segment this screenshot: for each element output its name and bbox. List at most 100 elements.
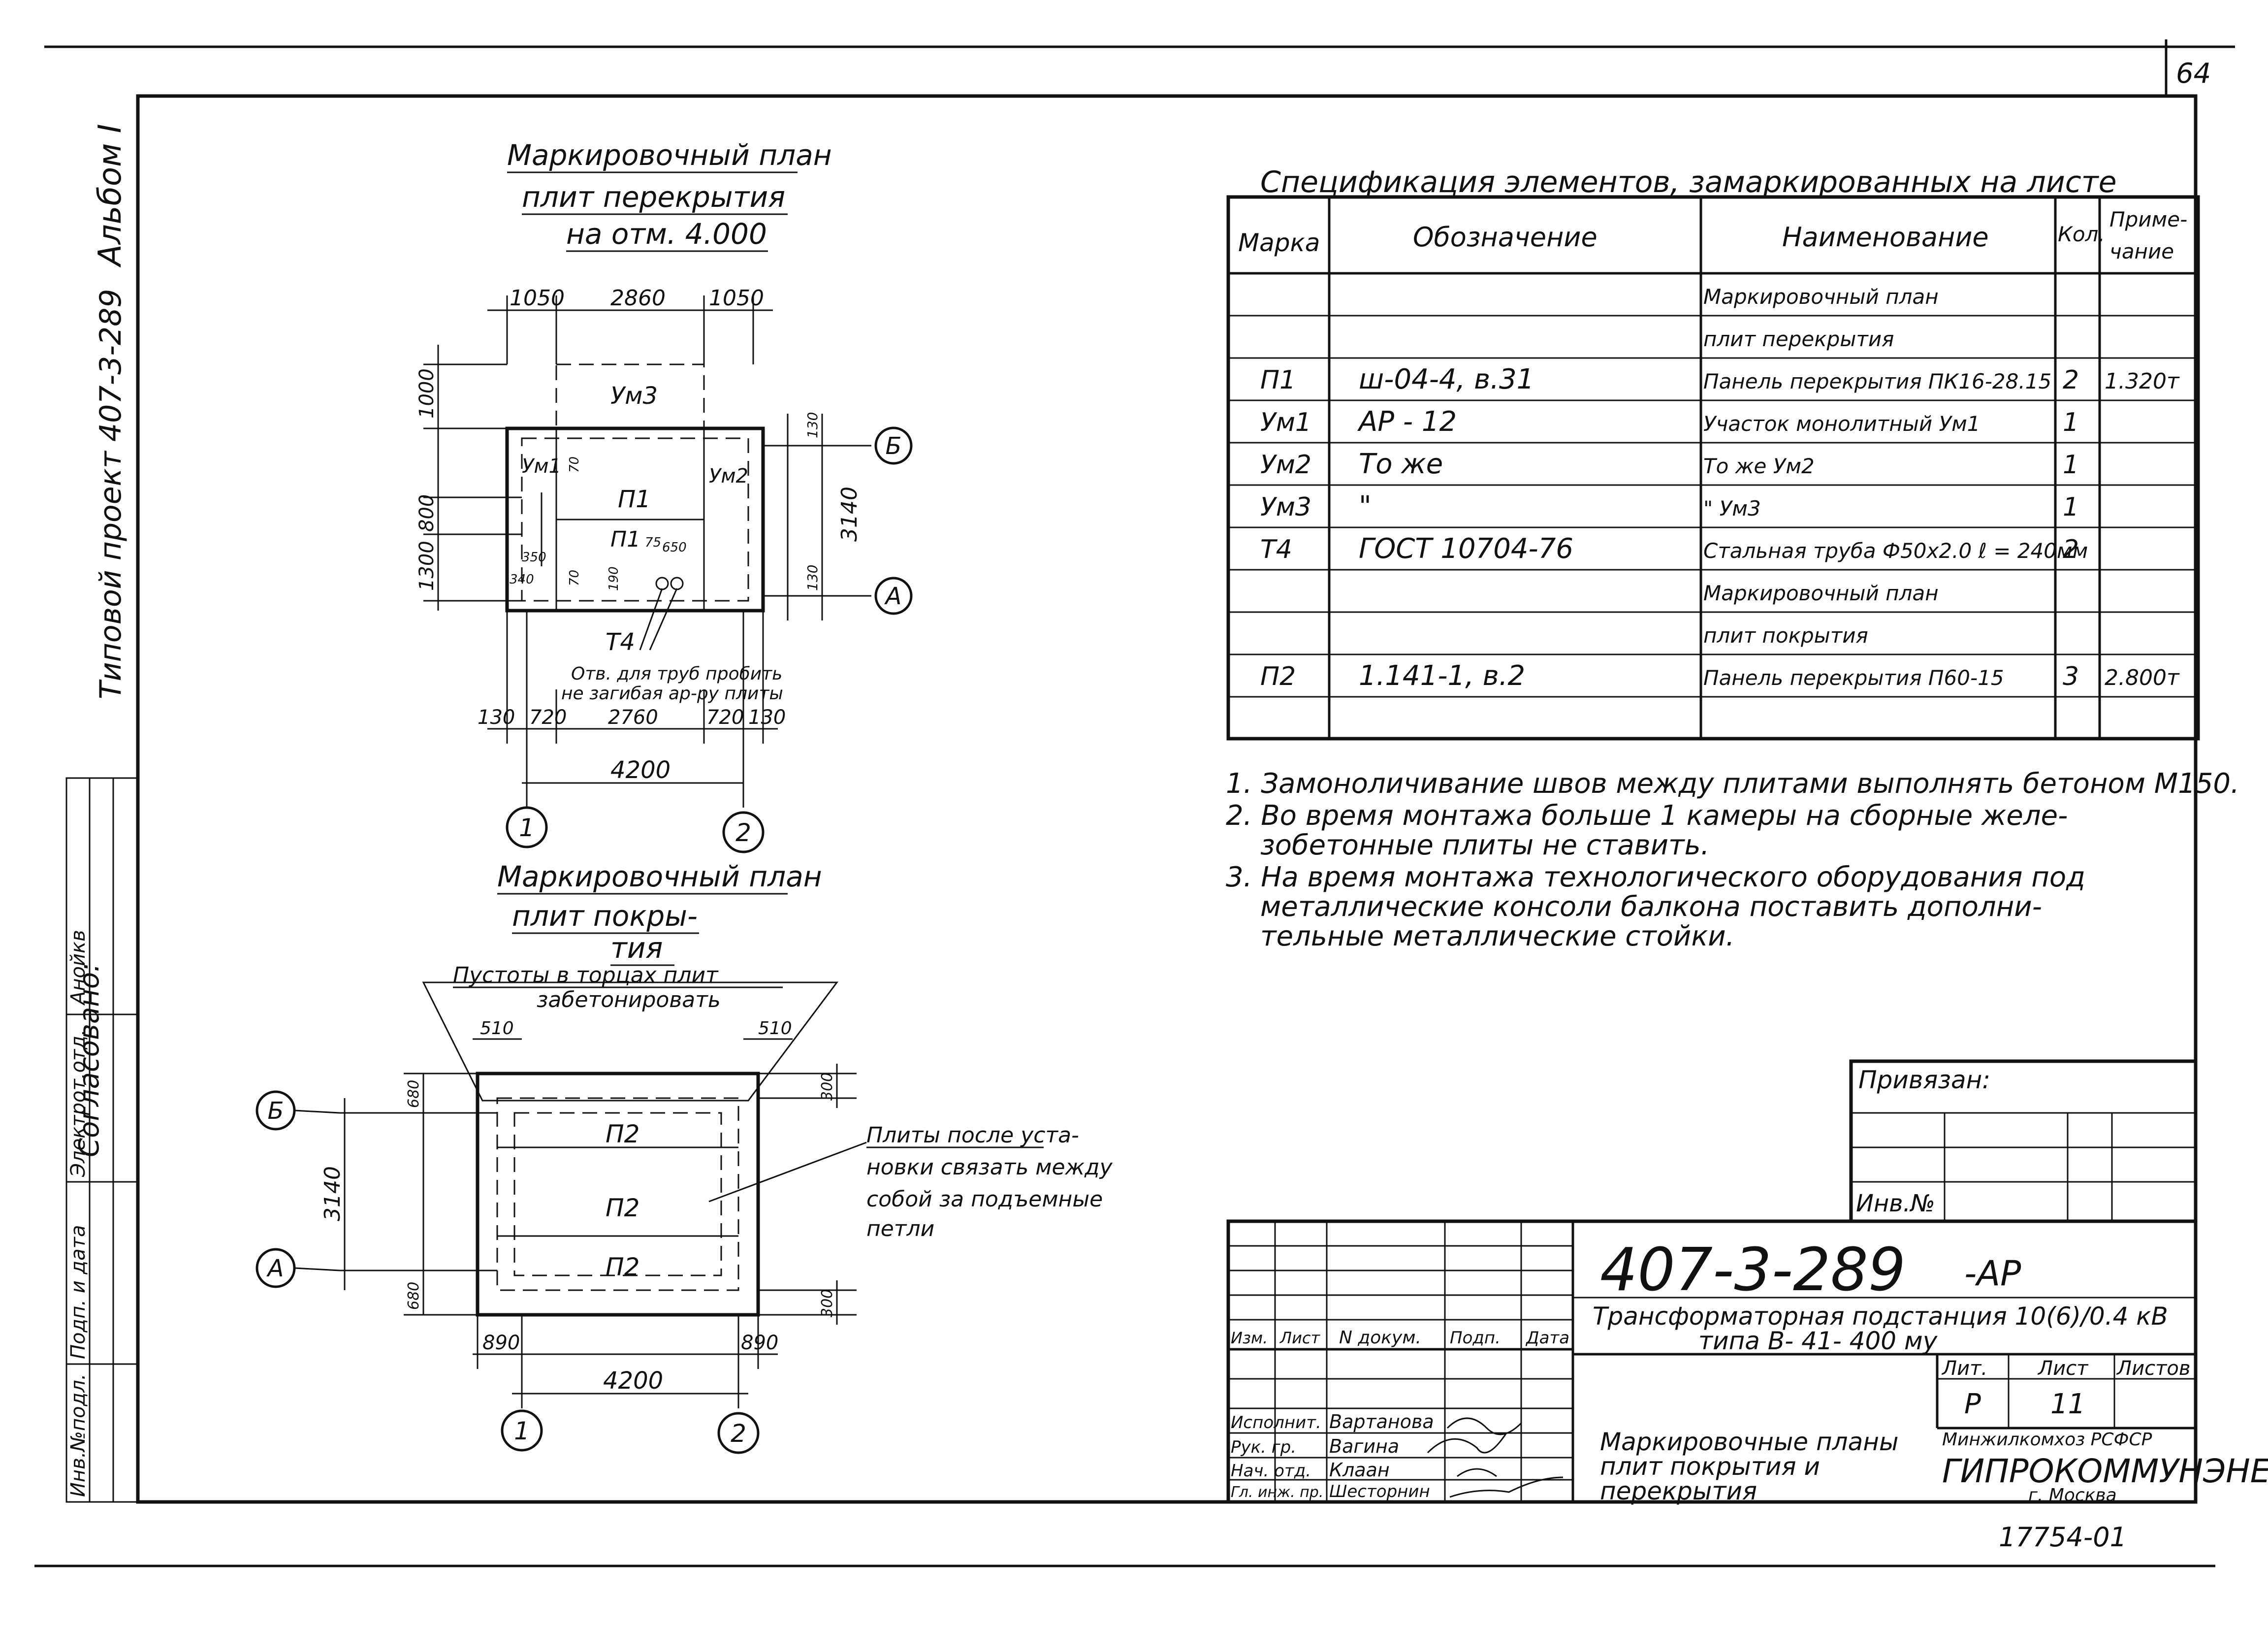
svg-text:2760: 2760 [608, 706, 658, 729]
tb-role-4: Гл. инж. пр. [1231, 1484, 1323, 1501]
tb-stage-label: Лит. [1941, 1357, 1987, 1380]
axis-a-marker [874, 577, 913, 615]
svg-text:130: 130 [804, 565, 821, 591]
spec-cell: Ум1 [1260, 408, 1311, 437]
plan-floor-slabs: Маркировочный план плит перекрытия на от… [415, 138, 913, 853]
plan1-mark-um1: Ум1 [522, 455, 561, 478]
sign-date-label: Подп. и дата [67, 1225, 90, 1359]
plan1-title-3: на отм. 4.000 [566, 217, 767, 251]
specification-table: Спецификация элементов, замаркированных … [1226, 165, 2200, 741]
side-stamp-box [65, 777, 139, 1503]
svg-text:75: 75 [645, 535, 661, 550]
binding-label: Привязан: [1858, 1066, 1990, 1094]
tb-name-4: Шесторнин [1329, 1482, 1430, 1501]
plan1-dim-top-3: 1050 [709, 286, 764, 311]
plan1-mark-p1a: П1 [618, 486, 651, 513]
spec-cell: Маркировочный план [1703, 285, 1939, 309]
spec-cell: плит покрытия [1703, 623, 1868, 648]
tb-org-city: г. Москва [2028, 1485, 2117, 1505]
tb-doc-code: 407-3-289 [1600, 1236, 1906, 1304]
svg-text:130: 130 [748, 706, 786, 729]
spec-cell: 2 [2063, 535, 2079, 564]
tb-sheets-label: Листов [2116, 1357, 2190, 1380]
spec-cell: ГОСТ 10704-76 [1359, 533, 1573, 565]
note-1: 1. Замоноличивание швов между плитами вы… [1226, 768, 2239, 800]
plan2-mark-3: П2 [606, 1253, 639, 1281]
svg-text:510: 510 [480, 1018, 514, 1039]
general-notes: 1. Замоноличивание швов между плитами вы… [1226, 768, 2239, 952]
spec-cell: Ум3 [1260, 492, 1311, 522]
plan2-callout-2: забетонировать [537, 987, 721, 1012]
tb-title-1: Маркировочные планы [1600, 1428, 1898, 1456]
spec-cell: 1 [2063, 450, 2079, 480]
spec-cell: Маркировочный план [1703, 581, 1939, 605]
tb-name-3: Клаан [1329, 1459, 1390, 1481]
plan2-axis-1-marker [501, 1409, 543, 1452]
tb-doc-suffix: -АР [1964, 1253, 2021, 1294]
tb-org-ministry: Минжилкомхоз РСФСР [1942, 1430, 2152, 1450]
spec-header-mark: Марка [1238, 228, 1320, 257]
svg-text:340: 340 [510, 572, 534, 587]
plan2-axis-2-marker [717, 1412, 760, 1454]
spec-cell: П1 [1260, 365, 1296, 395]
tb-role-2: Рук. гр. [1231, 1437, 1296, 1457]
spec-header-note-2: чание [2109, 239, 2174, 263]
spec-cell: Т4 [1260, 535, 1292, 564]
tb-role-3: Нач. отд. [1231, 1461, 1311, 1481]
signature-3 [1457, 1468, 1497, 1477]
plan1-dim-top-1: 1050 [510, 286, 565, 311]
axis-2-label: 2 [735, 818, 751, 847]
spec-cell: " [1359, 490, 1372, 522]
spec-cell: АР - 12 [1357, 406, 1457, 438]
axis-2-marker [722, 811, 765, 853]
plan2-note-2: новки связать между [866, 1155, 1113, 1180]
spec-cell: То же [1359, 448, 1443, 480]
binding-inv: Инв.№ [1856, 1190, 1935, 1217]
spec-cell: То же Ум2 [1703, 454, 1815, 478]
binding-block: Привязан: Инв.№ [1849, 1059, 2198, 1223]
spec-header-name: Наименование [1782, 222, 1989, 253]
tb-org-name: ГИПРОКОММУНЭНЕРГО [1942, 1452, 2268, 1490]
signature-4 [1449, 1476, 1564, 1498]
plan2-total-width: 4200 [603, 1367, 663, 1395]
inv-orig-label: Инв.№подл. [67, 1373, 90, 1497]
svg-text:190: 190 [607, 566, 621, 591]
spec-cell: П2 [1260, 662, 1296, 691]
svg-text:720: 720 [529, 706, 567, 729]
plan2-axis-2-label: 2 [731, 1419, 746, 1448]
axis-1-label: 1 [519, 814, 535, 842]
spec-cell: " Ум3 [1703, 496, 1761, 521]
plan1-total-width: 4200 [610, 756, 671, 784]
project-label: Типовой проект 407-3-289 [94, 289, 128, 699]
spec-title: Спецификация элементов, замаркированных … [1260, 165, 2117, 199]
svg-text:300: 300 [819, 1289, 836, 1317]
tb-title-2: плит покрытия и [1600, 1452, 1820, 1481]
plan1-dim-left-3: 1300 [415, 541, 438, 591]
album-label: Альбом I [92, 124, 128, 268]
signature-1 [1446, 1417, 1522, 1435]
spec-header-designation: Обозначение [1413, 222, 1597, 253]
pipe-hole [655, 577, 669, 590]
plan1-mark-p1b: П1 [610, 527, 640, 552]
note-3a: 3. На время монтажа технологического обо… [1226, 861, 2085, 893]
tb-head-sheet: Лист [1279, 1329, 1320, 1347]
tb-head-doc: N докум. [1339, 1328, 1421, 1348]
plan2-title-2: плит покры- [512, 899, 698, 933]
spec-cell: Панель перекрытия ПК16-28.15 [1703, 369, 2051, 393]
plan1-height: 3140 [837, 487, 862, 542]
plan2-axis-1-label: 1 [514, 1417, 530, 1445]
tb-name-1: Вартанова [1329, 1411, 1434, 1433]
tb-sheet-label: Лист [2037, 1357, 2089, 1380]
spec-cell: 1 [2063, 492, 2079, 522]
svg-text:350: 350 [522, 550, 546, 565]
spec-cell: Панель перекрытия П60-15 [1703, 666, 2004, 690]
svg-text:650: 650 [662, 540, 687, 555]
tb-desc-1: Трансформаторная подстанция 10(6)/0.4 кВ [1593, 1302, 2168, 1331]
spec-cell: 2.800т [2105, 665, 2180, 690]
axis-b-label: Б [886, 432, 902, 460]
plan2-axis-a-label: А [266, 1255, 284, 1282]
svg-text:510: 510 [758, 1018, 792, 1039]
plan2-note-1: Плиты после уста- [866, 1123, 1079, 1148]
plan2-title-3: тия [610, 931, 663, 965]
